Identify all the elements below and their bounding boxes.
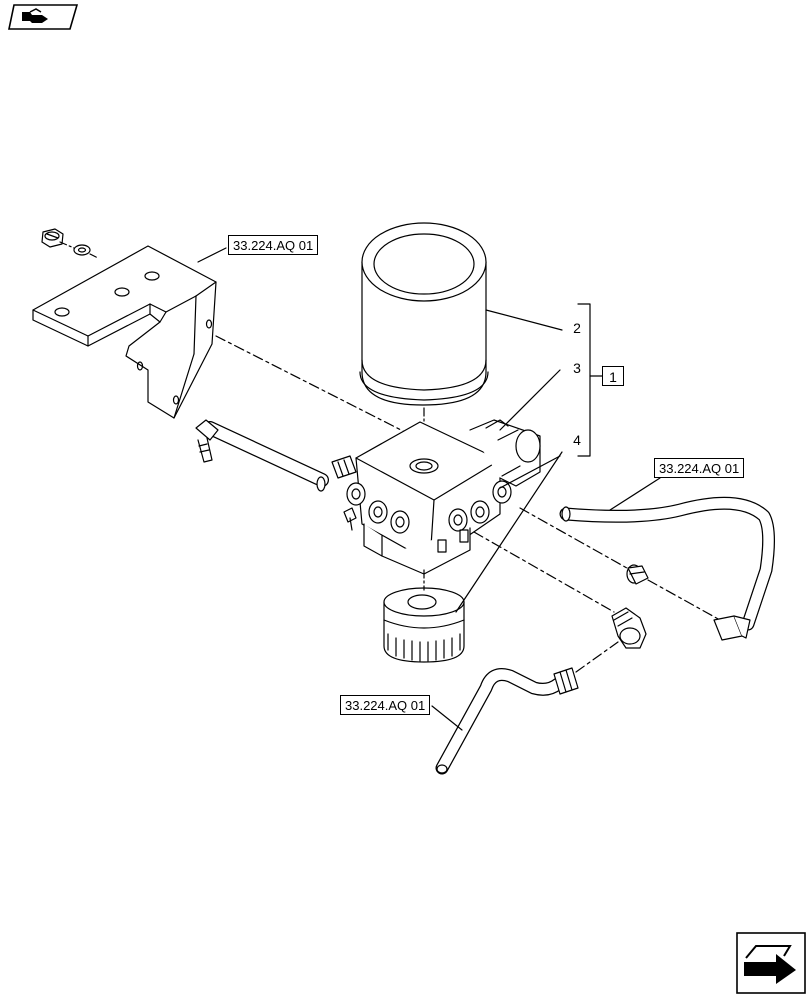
book-arrow-icon[interactable] <box>8 4 78 30</box>
straight-fitting <box>626 564 649 585</box>
callout-1-box: 1 <box>602 366 624 386</box>
elbow-fitting <box>611 607 647 649</box>
hose-left <box>195 419 329 492</box>
reference-label-bracket[interactable]: 33.224.AQ 01 <box>228 235 319 255</box>
callout-3: 3 <box>573 360 581 376</box>
washer <box>73 244 91 256</box>
group-bracket <box>577 303 591 457</box>
desiccant-cartridge <box>359 222 489 406</box>
reference-label-hose-bottom[interactable]: 33.224.AQ 01 <box>340 695 431 715</box>
nut <box>41 228 64 248</box>
next-page-arrow-icon[interactable] <box>736 932 806 994</box>
hose-bottom <box>435 667 579 775</box>
filter-cap <box>383 587 465 663</box>
valve-body <box>331 419 541 575</box>
mounting-bracket <box>32 245 217 419</box>
callout-2: 2 <box>573 320 581 336</box>
callout-4: 4 <box>573 432 581 448</box>
reference-label-hose-right[interactable]: 33.224.AQ 01 <box>654 458 745 478</box>
hose-right <box>559 496 776 641</box>
